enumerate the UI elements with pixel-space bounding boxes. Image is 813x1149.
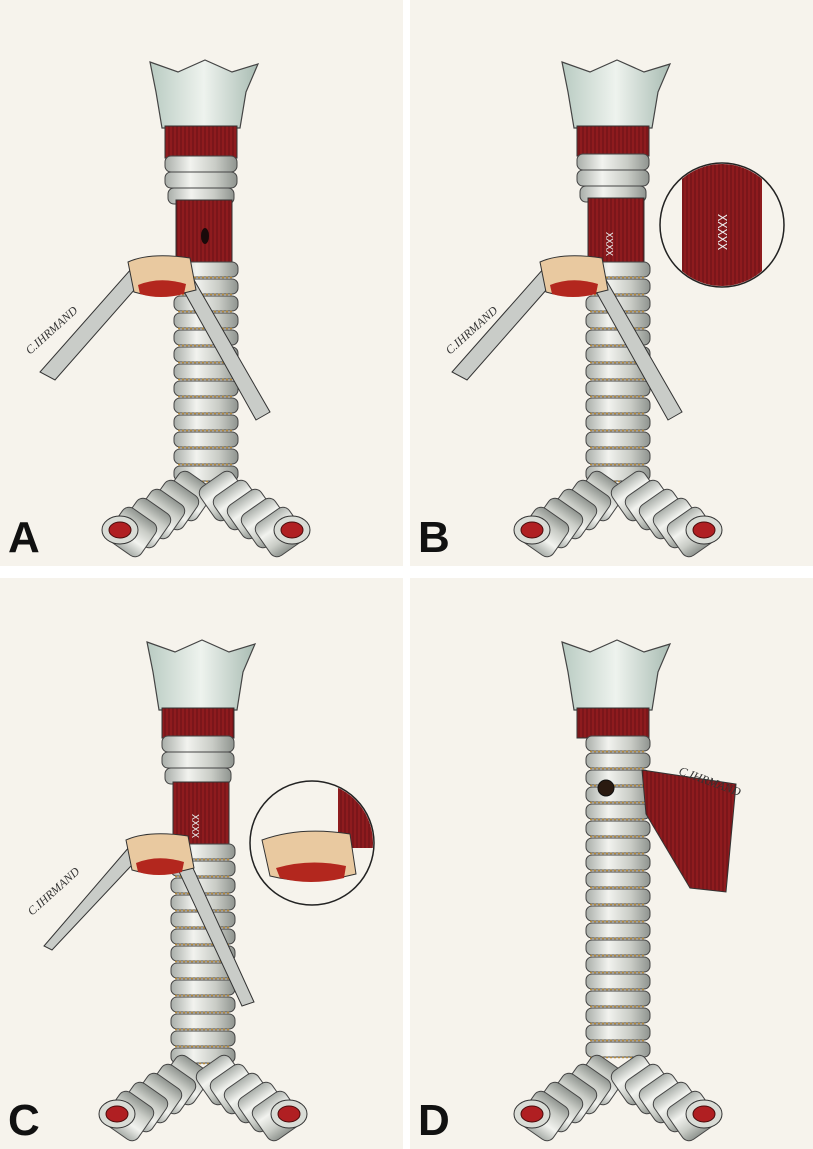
tracheal-ring xyxy=(173,431,239,448)
tracheal-ring xyxy=(585,752,651,769)
svg-text:XXXX: XXXX xyxy=(603,232,614,256)
svg-text:XXXXX: XXXXX xyxy=(715,214,729,251)
tracheal-ring xyxy=(173,380,239,397)
panel-c: XXXX C.IHRMAND C xyxy=(0,578,403,1149)
left-bronchus xyxy=(513,1054,626,1142)
tracheal-ring xyxy=(173,414,239,431)
tracheal-illustration-a: C.IHRMAND xyxy=(23,59,311,558)
tracheal-ring xyxy=(585,837,651,854)
tracheal-ring xyxy=(585,735,651,752)
tracheal-ring xyxy=(170,1013,236,1030)
panel-d: C.IHRMAND D xyxy=(410,578,813,1149)
panel-b: XXXX XXXXX C.IHRMAND B xyxy=(410,0,813,566)
tracheal-rings xyxy=(513,735,723,1142)
tracheal-ring xyxy=(585,820,651,837)
right-bronchus xyxy=(610,470,723,558)
signature: C.IHRMAND xyxy=(25,864,83,918)
left-bronchus xyxy=(98,1054,211,1142)
panel-a: C.IHRMAND A xyxy=(0,0,403,566)
tracheal-ring xyxy=(170,979,236,996)
tracheal-ring xyxy=(585,397,651,414)
tracheal-ring xyxy=(170,996,236,1013)
tracheal-illustration-b: XXXX XXXXX C.IHRMAND xyxy=(443,59,785,558)
tracheal-ring xyxy=(585,431,651,448)
tracheal-ring xyxy=(585,414,651,431)
panel-label: A xyxy=(8,513,40,562)
tracheal-ring xyxy=(585,1041,651,1058)
tracheal-ring xyxy=(585,973,651,990)
tracheal-ring xyxy=(585,803,651,820)
tracheal-ring xyxy=(585,448,651,465)
tracheal-ring xyxy=(585,888,651,905)
tracheal-ring xyxy=(585,905,651,922)
left-bronchus xyxy=(513,470,626,558)
tracheal-ring xyxy=(585,1007,651,1024)
tracheal-ring xyxy=(585,939,651,956)
panel-label: C xyxy=(8,1096,40,1145)
svg-text:XXXX: XXXX xyxy=(189,814,200,838)
tracheal-ring xyxy=(585,871,651,888)
right-bronchus xyxy=(610,1054,723,1142)
tracheal-ring xyxy=(585,990,651,1007)
tracheal-illustration-d: C.IHRMAND xyxy=(513,639,743,1142)
tracheal-ring xyxy=(585,854,651,871)
panel-label: D xyxy=(418,1096,450,1145)
tracheal-ring xyxy=(170,1030,236,1047)
tracheal-ring xyxy=(585,380,651,397)
panel-label: B xyxy=(418,513,450,562)
left-bronchus xyxy=(101,470,214,558)
right-bronchus xyxy=(198,470,311,558)
tracheal-ring xyxy=(585,786,651,803)
tracheal-rings xyxy=(98,843,308,1142)
tracheal-ring xyxy=(585,769,651,786)
tracheal-ring xyxy=(173,397,239,414)
right-bronchus xyxy=(195,1054,308,1142)
tracheal-ring xyxy=(585,922,651,939)
tracheal-ring xyxy=(585,1024,651,1041)
tracheal-illustration-c: XXXX C.IHRMAND xyxy=(25,639,375,1142)
tracheal-ring xyxy=(173,448,239,465)
tracheal-ring xyxy=(585,956,651,973)
